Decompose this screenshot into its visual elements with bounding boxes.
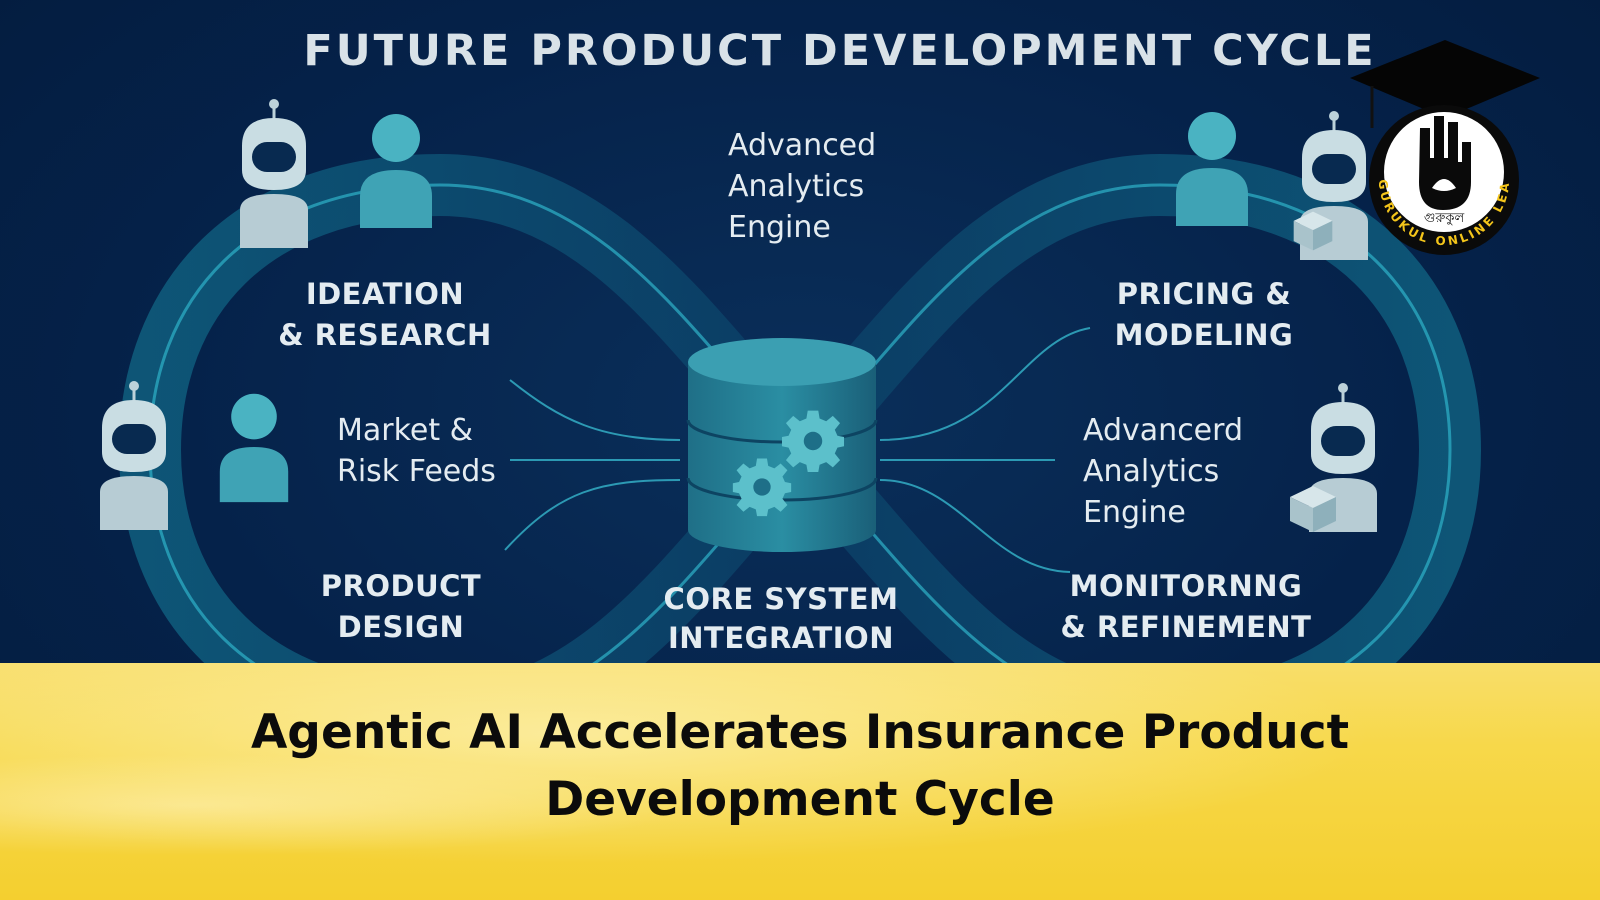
analytics-engine-right-label: Advancerd Analytics Engine [1083,410,1243,533]
stage-ideation-research: IDEATION & RESEARCH [265,274,505,356]
headline-banner: Agentic AI Accelerates Insurance Product… [0,663,1600,900]
raised-hand-icon [1419,116,1471,210]
label-line: Analytics [728,169,865,204]
label-line: Risk Feeds [337,454,496,489]
connector-lines [504,327,1091,573]
person-icon [219,393,289,503]
gear-icon [732,458,792,517]
label-line: PRICING & [1116,277,1292,311]
stage-product-design: PRODUCT DESIGN [301,566,501,648]
label-line: Advancerd [1083,413,1243,448]
headline: Agentic AI Accelerates Insurance Product… [0,699,1600,833]
label-line: DESIGN [337,610,465,644]
headline-line-2: Development Cycle [545,772,1055,827]
label-line: Advanced [728,128,877,163]
stage-pricing-modeling: PRICING & MODELING [1084,274,1324,356]
label-line: & RESEARCH [278,318,492,352]
stage-monitoring-refinement: MONITORNNG & REFINEMENT [1056,566,1316,648]
headline-line-1: Agentic AI Accelerates Insurance Product [250,705,1350,760]
analytics-engine-top-label: Advanced Analytics Engine [728,125,876,248]
label-line: PRODUCT [320,569,482,603]
logo-bengali-text: গুরুকুল [1424,211,1465,226]
label-line: Market & [337,413,474,448]
market-risk-feeds-label: Market & Risk Feeds [337,410,496,492]
database-icon [686,338,878,552]
label-line: MONITORNNG [1069,569,1303,603]
label-line: Engine [1083,495,1186,530]
gear-icon [781,410,845,473]
robot-icon [238,98,310,248]
stage-core-system-integration: CORE SYSTEM INTEGRATION [641,580,921,658]
page-title: FUTURE PRODUCT DEVELOPMENT CYCLE [303,26,1377,76]
label-line: IDEATION [305,277,465,311]
label-line: Engine [728,210,831,245]
label-line: MODELING [1114,318,1294,352]
lotus-icon [1432,179,1456,191]
label-line: CORE SYSTEM [663,582,899,616]
label-line: & REFINEMENT [1060,610,1312,644]
label-line: Analytics [1083,454,1220,489]
label-line: INTEGRATION [668,621,894,655]
graduation-cap-icon [1350,40,1540,118]
